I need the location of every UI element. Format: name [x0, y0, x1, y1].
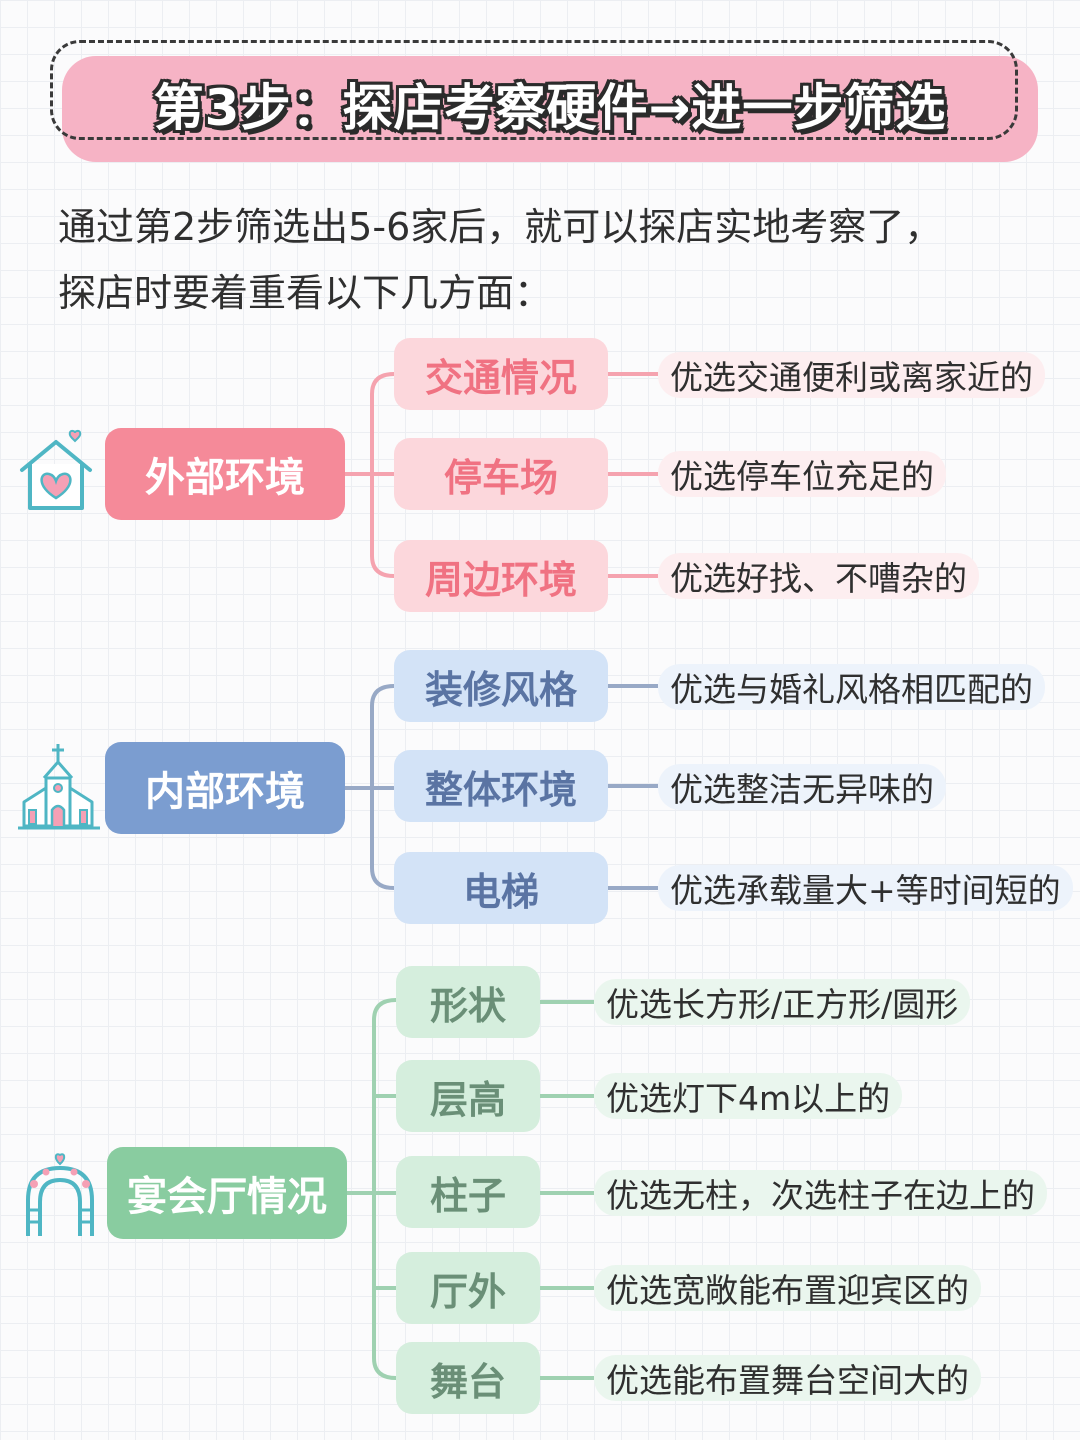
chapel-icon: [18, 744, 100, 830]
page-title: 第3步：探店考察硬件→进一步筛选: [153, 79, 947, 137]
item-pillars: 柱子: [396, 1156, 540, 1228]
item-stage: 舞台: [396, 1342, 540, 1414]
desc-traffic: 优选交通便利或离家近的: [658, 352, 1045, 398]
item-outside-hall: 厅外: [396, 1252, 540, 1324]
desc-ceiling-height: 优选灯下4m以上的: [594, 1073, 903, 1119]
item-surroundings: 周边环境: [394, 540, 608, 612]
desc-surroundings: 优选好找、不嘈杂的: [658, 553, 979, 599]
item-traffic: 交通情况: [394, 338, 608, 410]
desc-stage: 优选能布置舞台空间大的: [594, 1355, 981, 1401]
intro-line-2: 探店时要着重看以下几方面：: [58, 271, 553, 315]
intro-line-1: 通过第2步筛选出5-6家后，就可以探店实地考察了，: [58, 205, 943, 249]
group-banquet-hall: 宴会厅情况: [107, 1147, 347, 1239]
desc-overall-environment: 优选整洁无异味的: [658, 764, 946, 810]
item-ceiling-height: 层高: [396, 1060, 540, 1132]
desc-elevator: 优选承载量大+等时间短的: [658, 865, 1073, 911]
house-heart-icon: [20, 429, 92, 510]
desc-parking: 优选停车位充足的: [658, 451, 946, 497]
desc-outside-hall: 优选宽敞能布置迎宾区的: [594, 1265, 981, 1311]
group-outer-environment: 外部环境: [105, 428, 345, 520]
desc-pillars: 优选无柱，次选柱子在边上的: [594, 1170, 1047, 1216]
item-decor-style: 装修风格: [394, 650, 608, 722]
title-banner: [62, 56, 1038, 162]
desc-shape: 优选长方形/正方形/圆形: [594, 979, 971, 1025]
item-shape: 形状: [396, 966, 540, 1038]
item-parking: 停车场: [394, 438, 608, 510]
title-dashed-frame: [50, 40, 1018, 140]
desc-decor-style: 优选与婚礼风格相匹配的: [658, 664, 1045, 710]
wedding-arch-icon: [26, 1153, 94, 1236]
group-inner-environment: 内部环境: [105, 742, 345, 834]
item-elevator: 电梯: [394, 852, 608, 924]
item-overall-environment: 整体环境: [394, 750, 608, 822]
